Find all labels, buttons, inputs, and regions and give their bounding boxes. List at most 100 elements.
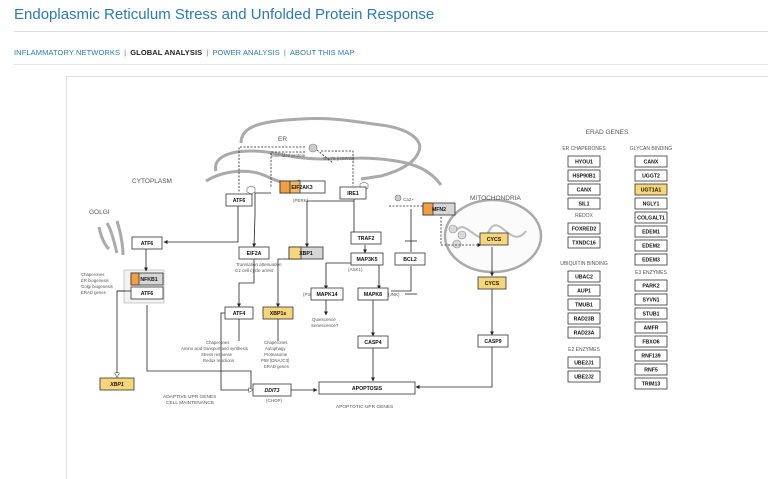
erad-gene-rad23b[interactable]: RAD23B bbox=[567, 312, 601, 325]
erad-gene-hsp90b1[interactable]: HSP90B1 bbox=[567, 169, 601, 182]
adaptive-upr-label-1: ADAPTIVE UPR GENES bbox=[163, 394, 216, 400]
svg-text:UBAC2: UBAC2 bbox=[575, 275, 593, 281]
er-membrane-shape bbox=[239, 116, 422, 181]
node-ddit3[interactable]: DDIT3 bbox=[252, 383, 292, 397]
erad-gene-syvn1[interactable]: SYVN1 bbox=[634, 293, 668, 306]
node-eif2a[interactable]: EIF2A bbox=[238, 246, 270, 260]
node-atf6-nucleus[interactable]: ATF6 bbox=[130, 286, 164, 300]
erad-gene-colgalt1[interactable]: COLGALT1 bbox=[634, 211, 668, 224]
svg-text:AUP1: AUP1 bbox=[577, 289, 591, 295]
svg-text:TRAF2: TRAF2 bbox=[358, 236, 375, 242]
node-xbp1s[interactable]: XBP1s bbox=[262, 306, 294, 320]
erad-gene-ube2j2[interactable]: UBE2J2 bbox=[567, 370, 601, 383]
erad-gene-canx-glycan[interactable]: CANX bbox=[634, 155, 668, 168]
pathway-map-panel: ER CYTOPLASM GOLGI MITOCHONDRIA Misfolde… bbox=[66, 76, 768, 479]
svg-text:BCL2: BCL2 bbox=[403, 257, 417, 263]
ca2-label: Ca2+ bbox=[403, 197, 414, 202]
pathway-diagram: ER CYTOPLASM GOLGI MITOCHONDRIA Misfolde… bbox=[81, 116, 673, 410]
svg-text:IRE1: IRE1 bbox=[347, 191, 359, 197]
node-mapk8[interactable]: MAPK8 bbox=[357, 287, 389, 301]
svg-text:UGT1A1: UGT1A1 bbox=[641, 188, 662, 194]
erad-gene-stub1[interactable]: STUB1 bbox=[634, 307, 668, 320]
nav-separator: | bbox=[124, 48, 127, 57]
erad-glycan-binding-list: CANX UGGT2 UGT1A1 NGLY1 COLGALT1 EDEM1 E… bbox=[634, 155, 668, 266]
svg-text:FOXRED2: FOXRED2 bbox=[572, 227, 597, 233]
node-nfkb1[interactable]: NFKB1 bbox=[130, 272, 164, 286]
er-membrane-inner bbox=[214, 149, 443, 186]
svg-text:XBP1: XBP1 bbox=[109, 382, 124, 388]
node-casp4[interactable]: CASP4 bbox=[357, 335, 389, 349]
erad-gene-canx[interactable]: CANX bbox=[567, 183, 601, 196]
chop-label: (CHOP) bbox=[266, 398, 282, 403]
erad-gene-sil1[interactable]: SIL1 bbox=[567, 197, 601, 210]
ubiquitin-binding-heading: UBIQUITIN BINDING bbox=[560, 261, 608, 267]
erad-gene-uggt2[interactable]: UGGT2 bbox=[634, 169, 668, 182]
node-atf6-golgi[interactable]: ATF6 bbox=[131, 236, 163, 250]
erad-gene-rnf5[interactable]: RNF5 bbox=[634, 363, 668, 376]
svg-text:COLGALT1: COLGALT1 bbox=[637, 216, 665, 222]
svg-text:CASP4: CASP4 bbox=[364, 340, 381, 346]
svg-text:DDIT3: DDIT3 bbox=[265, 388, 280, 394]
erad-gene-aup1[interactable]: AUP1 bbox=[567, 284, 601, 297]
node-mfn2[interactable]: MFN2 bbox=[422, 202, 456, 216]
glycan-binding-heading: GLYCAN BINDING bbox=[630, 146, 673, 152]
erad-gene-txndc16[interactable]: TXNDC16 bbox=[567, 236, 601, 249]
node-bcl2[interactable]: BCL2 bbox=[394, 252, 426, 266]
top-nav: INFLAMMATORY NETWORKS|GLOBAL ANALYSIS|PO… bbox=[14, 48, 354, 57]
erad-gene-edem1[interactable]: EDEM1 bbox=[634, 225, 668, 238]
node-atf4[interactable]: ATF4 bbox=[224, 306, 254, 320]
erad-gene-rad23a[interactable]: RAD23A bbox=[567, 326, 601, 339]
svg-text:TRIM13: TRIM13 bbox=[642, 382, 661, 388]
atf4-targets-4: Redox reactions bbox=[203, 358, 234, 363]
mito-bead bbox=[457, 230, 467, 240]
erad-gene-ubac2[interactable]: UBAC2 bbox=[567, 270, 601, 283]
node-mapk14[interactable]: MAPK14 bbox=[310, 287, 344, 301]
erad-gene-amfr[interactable]: AMFR bbox=[634, 321, 668, 334]
svg-text:STUB1: STUB1 bbox=[642, 312, 659, 318]
translation-label-1: Translation attenuation bbox=[236, 262, 282, 267]
node-apoptosis[interactable]: APOPTOSIS bbox=[318, 381, 416, 395]
svg-text:EIF2AK3: EIF2AK3 bbox=[291, 185, 312, 191]
erad-gene-edem2[interactable]: EDEM2 bbox=[634, 239, 668, 252]
erad-gene-edem3[interactable]: EDEM3 bbox=[634, 253, 668, 266]
node-map3k5[interactable]: MAP3K5 bbox=[350, 252, 384, 266]
svg-text:HSP90B1: HSP90B1 bbox=[572, 174, 595, 180]
nav-separator: | bbox=[283, 48, 286, 57]
nav-power-analysis[interactable]: POWER ANALYSIS bbox=[212, 48, 280, 57]
node-cycs[interactable]: CYCS bbox=[477, 276, 507, 290]
svg-text:ATF6: ATF6 bbox=[141, 291, 154, 297]
node-casp9[interactable]: CASP9 bbox=[477, 334, 509, 348]
nav-inflammatory-networks[interactable]: INFLAMMATORY NETWORKS bbox=[14, 48, 121, 57]
erad-gene-fbxo6[interactable]: FBXO6 bbox=[634, 335, 668, 348]
erad-gene-trim13[interactable]: TRIM13 bbox=[634, 377, 668, 390]
svg-text:ATF6: ATF6 bbox=[233, 198, 246, 204]
node-ire1[interactable]: IRE1 bbox=[339, 186, 367, 200]
node-xbp1-nucleus[interactable]: XBP1 bbox=[99, 377, 135, 391]
nav-global-analysis[interactable]: GLOBAL ANALYSIS bbox=[130, 48, 203, 57]
node-eif2ak3[interactable]: EIF2AK3 bbox=[279, 180, 326, 194]
erad-gene-ngly1[interactable]: NGLY1 bbox=[634, 197, 668, 210]
erad-gene-ube2j1[interactable]: UBE2J1 bbox=[567, 356, 601, 369]
node-xbp1[interactable]: XBP1 bbox=[288, 246, 324, 260]
erad-redox-list: FOXRED2 TXNDC16 bbox=[567, 222, 601, 249]
erad-gene-tmub1[interactable]: TMUB1 bbox=[567, 298, 601, 311]
svg-text:HYOU1: HYOU1 bbox=[575, 160, 593, 166]
svg-text:CANX: CANX bbox=[644, 160, 659, 166]
node-traf2[interactable]: TRAF2 bbox=[350, 231, 382, 245]
node-cycs-mito[interactable]: CYCS bbox=[479, 232, 509, 246]
erad-gene-rnf139[interactable]: RNF139 bbox=[634, 349, 668, 362]
erad-gene-foxred2[interactable]: FOXRED2 bbox=[567, 222, 601, 235]
svg-text:ATF6: ATF6 bbox=[141, 241, 154, 247]
quiescence-label-2: Senescence? bbox=[311, 323, 339, 328]
node-atf6-er[interactable]: ATF6 bbox=[225, 193, 253, 207]
erad-gene-hyou1[interactable]: HYOU1 bbox=[567, 155, 601, 168]
svg-text:XBP1s: XBP1s bbox=[270, 311, 287, 317]
misfolded-label: Misfolded protein bbox=[271, 153, 306, 158]
nav-about-this-map[interactable]: ABOUT THIS MAP bbox=[289, 48, 355, 57]
erad-gene-park2[interactable]: PARK2 bbox=[634, 279, 668, 292]
erad-genes-heading: ERAD GENES bbox=[586, 129, 629, 136]
svg-text:CASP9: CASP9 bbox=[484, 339, 501, 345]
erad-gene-ugt1a1[interactable]: UGT1A1 bbox=[634, 183, 668, 196]
xbp1s-targets-2: Autophagy bbox=[265, 346, 286, 351]
adaptive-upr-label-2: CELL MAINTENANCE bbox=[166, 400, 214, 406]
